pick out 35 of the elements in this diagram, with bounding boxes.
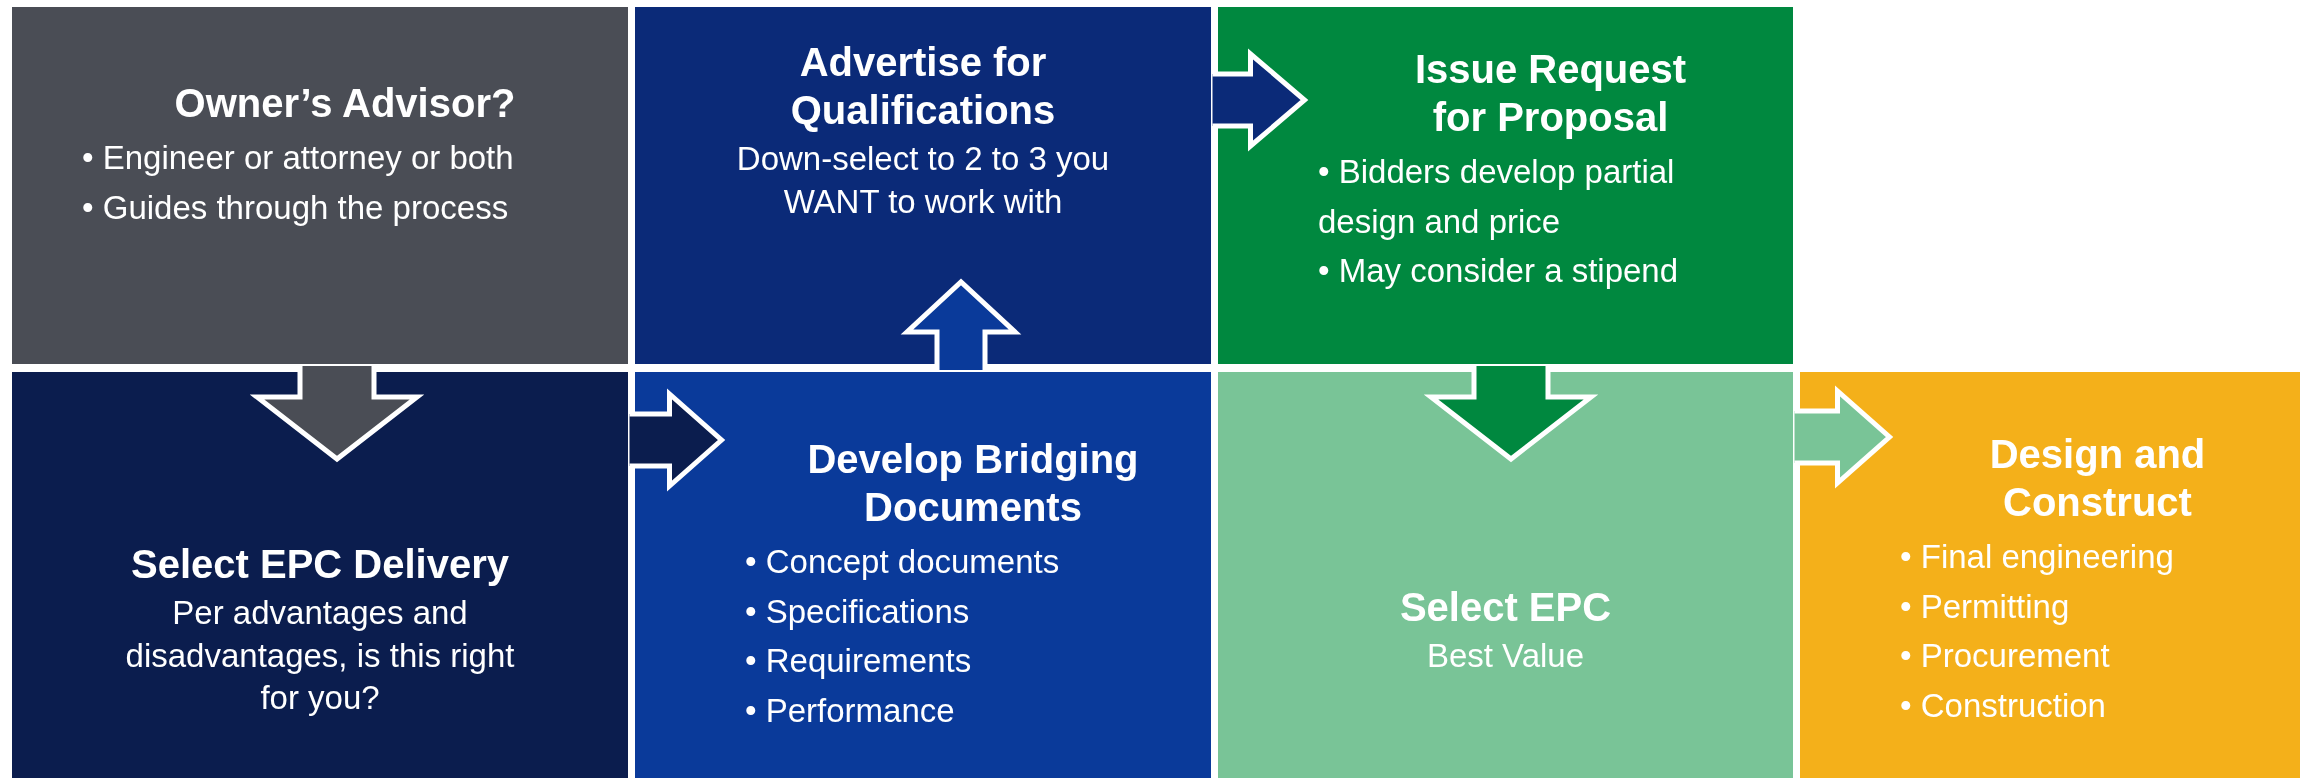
bullet-item: • Specifications: [745, 591, 971, 632]
box-text: Down-select to 2 to 3 you WANT to work with: [735, 138, 1111, 222]
process-box: [1218, 372, 1793, 778]
box-text: Best Value: [1426, 635, 1585, 676]
block-arrow: [1792, 385, 1894, 489]
bullet-item: • Bidders develop partial design and price: [1318, 152, 1676, 242]
box-heading: Select EPC: [1399, 583, 1612, 631]
bullet-item: • Construction: [1900, 685, 2107, 726]
process-box: [12, 372, 628, 778]
box-heading: Develop Bridging Documents: [806, 436, 1140, 531]
block-arrow: [1210, 48, 1309, 152]
bullet-item: • Concept documents: [745, 542, 1061, 582]
bullet-item: • Final engineering: [1900, 537, 2175, 577]
bullet-item: • Engineer or attorney or both: [82, 138, 515, 178]
process-box: [635, 7, 1211, 364]
block-arrow: [1423, 363, 1599, 463]
block-arrow: [249, 363, 425, 463]
process-box: [1800, 372, 2300, 778]
box-heading: Owner’s Advisor?: [174, 80, 516, 127]
process-box: [1218, 7, 1793, 364]
bullet-item: • Procurement: [1900, 636, 2111, 676]
block-arrow: [900, 278, 1022, 373]
bullet-item: • Requirements: [745, 641, 973, 681]
process-box: [635, 372, 1211, 778]
box-heading: Advertise for Qualifications: [789, 38, 1057, 134]
bullet-item: • May consider a stipend: [1318, 251, 1680, 292]
box-text: Per advantages and disadvantages, is this right for you?: [124, 592, 516, 719]
bullet-item: • Permitting: [1900, 586, 2071, 627]
bullet-item: • Guides through the process: [82, 187, 510, 228]
box-heading: Select EPC Delivery: [131, 540, 509, 588]
box-heading: Design and Construct: [1988, 431, 2207, 526]
process-box: [12, 7, 628, 364]
bullet-item: • Performance: [745, 690, 956, 731]
box-heading: Issue Request for Proposal: [1413, 46, 1688, 142]
block-arrow: [627, 388, 726, 492]
